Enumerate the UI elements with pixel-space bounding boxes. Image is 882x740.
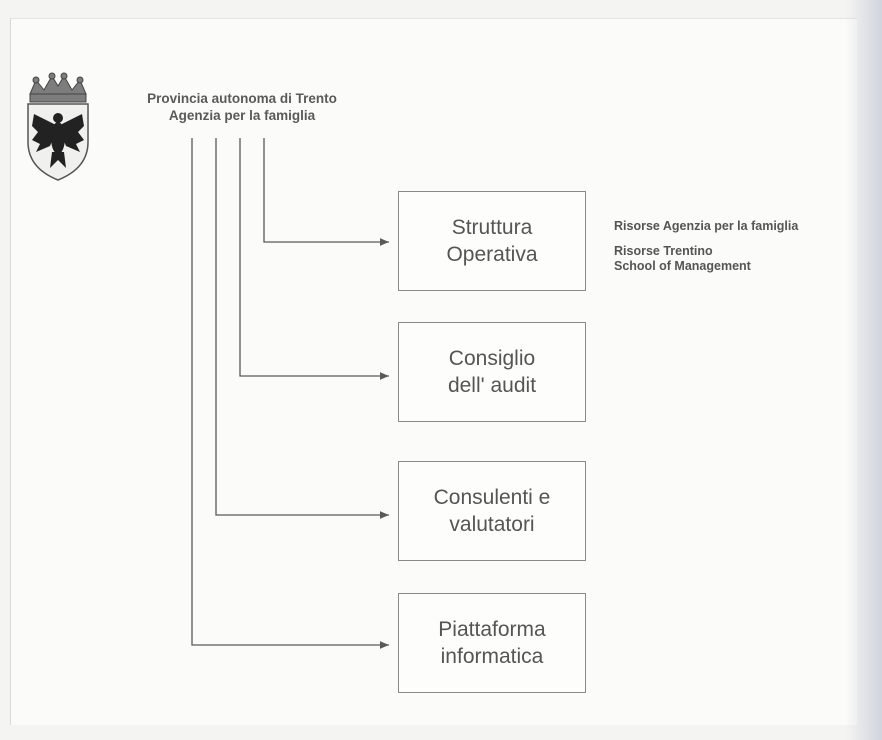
node-struttura-operativa: Struttura Operativa (398, 191, 586, 291)
header-agency: Agenzia per la famiglia (168, 108, 316, 123)
crown-icon (29, 72, 87, 103)
connector-consulenti (215, 138, 389, 519)
node-label-line: Consulenti e (433, 486, 551, 509)
node-label-line: Struttura (451, 216, 533, 239)
scan-edge-shadow (846, 0, 882, 740)
connector-piattaforma (191, 138, 389, 649)
connector-struttura (263, 138, 389, 246)
node-label-line: informatica (440, 645, 544, 668)
eagle-coat-of-arms-icon (27, 72, 89, 181)
node-consulenti-valutatori: Consulenti e valutatori (398, 461, 586, 561)
resources-tsm: Risorse Trentino School of Management (614, 244, 798, 274)
node-label-line: Operativa (446, 243, 538, 266)
resources-agency: Risorse Agenzia per la famiglia (614, 219, 799, 233)
resources-tsm-line2: School of Management (614, 259, 751, 273)
node-label-line: dell' audit (447, 374, 537, 397)
header-province: Provincia autonoma di Trento (147, 91, 337, 106)
node-label-line: valutatori (449, 513, 535, 536)
node-consiglio-audit: Consiglio dell' audit (398, 322, 586, 422)
resources-note: Risorse Agenzia per la famiglia Risorse … (614, 219, 798, 274)
connector-consiglio (239, 138, 389, 380)
node-label-line: Piattaforma (438, 618, 546, 641)
organization-header: Provincia autonoma di Trento Agenzia per… (112, 90, 372, 124)
resources-tsm-line1: Risorse Trentino (614, 244, 713, 258)
node-label-line: Consiglio (448, 347, 536, 370)
node-piattaforma-informatica: Piattaforma informatica (398, 593, 586, 693)
eagle-icon (32, 113, 84, 168)
